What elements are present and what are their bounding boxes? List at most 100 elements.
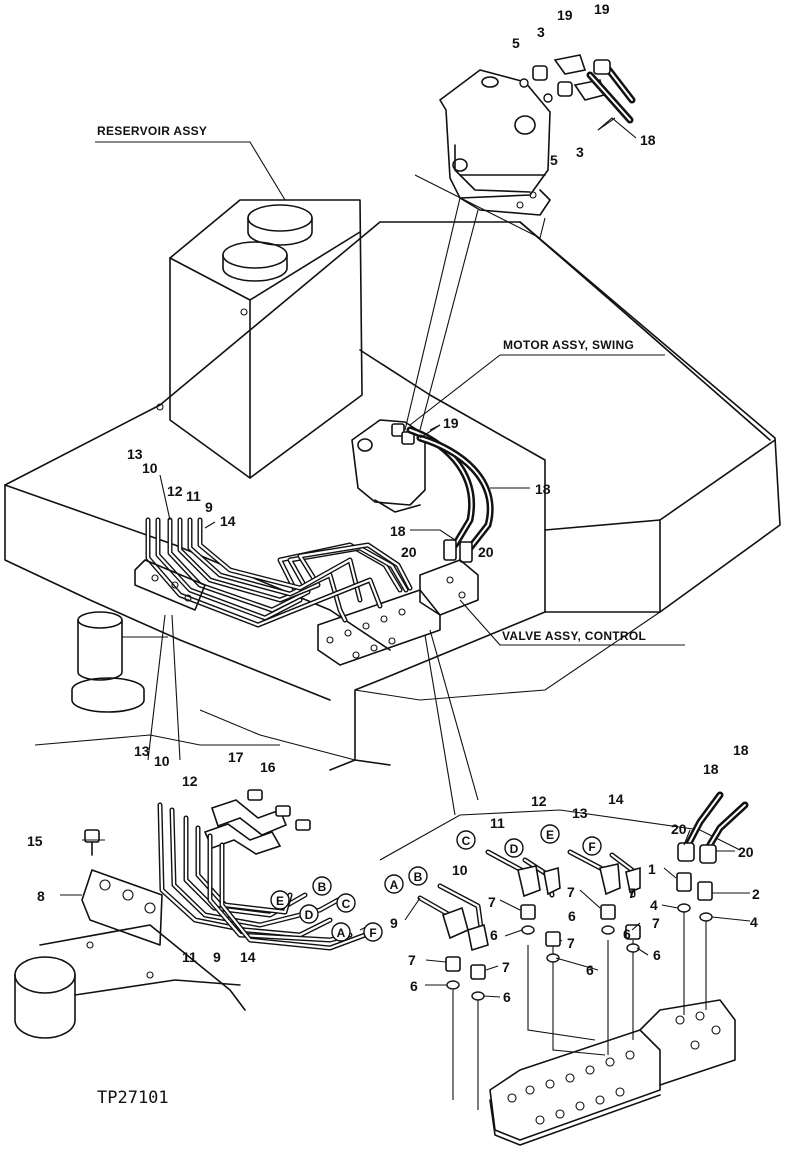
callout-18-mid-a: 18 xyxy=(535,481,551,497)
callout-6-lr-b: 6 xyxy=(568,908,576,924)
callout-20-lr-b: 20 xyxy=(738,844,754,860)
callout-10-mid: 10 xyxy=(142,460,158,476)
callout-9-mid: 9 xyxy=(205,499,213,515)
callout-7-lr-c: 7 xyxy=(567,935,575,951)
callout-6-lr-d: 6 xyxy=(623,926,631,942)
circle-right-c xyxy=(456,830,476,850)
callout-19-mid: 19 xyxy=(443,415,459,431)
figure-code: TP27101 xyxy=(97,1088,169,1108)
swing-motor-middle xyxy=(351,419,494,563)
callout-19-top-a: 19 xyxy=(557,7,573,23)
circle-left-f xyxy=(363,922,383,942)
reservoir-label: RESERVOIR ASSY xyxy=(97,124,207,138)
circle-right-c-text: C xyxy=(462,834,471,848)
callout-19-top-b: 19 xyxy=(594,1,610,17)
callout-10-lr: 10 xyxy=(452,862,468,878)
callout-18-lr-a: 18 xyxy=(703,761,719,777)
lower-right-detail xyxy=(417,791,749,1146)
callout-16-ll: 16 xyxy=(260,759,276,775)
callout-2-lr: 2 xyxy=(752,886,760,902)
circled-letters-right: A B C D E F xyxy=(384,824,602,894)
filter-cylinder xyxy=(71,611,168,713)
callout-12-ll: 12 xyxy=(182,773,198,789)
callout-20-lr-a: 20 xyxy=(671,821,687,837)
callout-20-mid-a: 20 xyxy=(401,544,417,560)
callout-3-top: 3 xyxy=(537,24,545,40)
circle-left-d xyxy=(299,904,319,924)
circle-right-d-text: D xyxy=(510,842,519,856)
callout-7-lr-f: 7 xyxy=(502,959,510,975)
circle-left-b-text: B xyxy=(318,880,327,894)
callout-leaders-lr xyxy=(404,829,691,998)
circle-right-e xyxy=(540,824,560,844)
callout-3-top-b: 3 xyxy=(576,144,584,160)
circle-left-b xyxy=(312,876,332,896)
callout-17-ll: 17 xyxy=(228,749,244,765)
callout-10-ll: 10 xyxy=(154,753,170,769)
circle-left-c-text: C xyxy=(342,897,351,911)
callout-7-lr-b: 7 xyxy=(567,884,575,900)
circle-right-a xyxy=(384,874,404,894)
callout-15-ll: 15 xyxy=(27,833,43,849)
callout-13-lr: 13 xyxy=(572,805,588,821)
detail-leaders-lower xyxy=(34,614,741,861)
pilot-tubes-middle xyxy=(134,517,413,628)
callout-9-lr: 9 xyxy=(390,915,398,931)
label-leaders xyxy=(60,117,751,931)
circle-right-d xyxy=(504,838,524,858)
callout-4-lr-a: 4 xyxy=(650,897,658,913)
circle-right-b-text: B xyxy=(414,870,423,884)
circle-left-e-text: E xyxy=(276,894,284,908)
callout-8-ll: 8 xyxy=(37,888,45,904)
reservoir-tank xyxy=(156,199,363,479)
circle-left-e xyxy=(270,890,290,910)
circle-left-d-text: D xyxy=(305,908,314,922)
callout-11-lr: 11 xyxy=(490,815,505,831)
callout-6-lr-e: 6 xyxy=(653,947,661,963)
callout-5-top: 5 xyxy=(512,35,520,51)
detail-leader-1 xyxy=(404,197,461,431)
circle-right-a-text: A xyxy=(390,878,399,892)
callout-13-ll: 13 xyxy=(134,743,150,759)
circle-left-a-text: A xyxy=(337,926,346,940)
callout-6-lr-f: 6 xyxy=(410,978,418,994)
callout-7-lr-e: 7 xyxy=(408,952,416,968)
circle-right-f xyxy=(582,836,602,856)
circle-left-c xyxy=(336,893,356,913)
circle-right-b xyxy=(408,866,428,886)
callout-7-lr-d: 7 xyxy=(652,915,660,931)
callout-18-mid-b: 18 xyxy=(390,523,406,539)
callout-6-lr-c: 6 xyxy=(586,962,594,978)
callout-18-top: 18 xyxy=(640,132,656,148)
callout-11-ll: 11 xyxy=(182,949,197,965)
control-valve-label: VALVE ASSY, CONTROL xyxy=(502,629,646,643)
detail-leader-2 xyxy=(419,209,479,431)
callout-11-mid: 11 xyxy=(186,488,201,504)
callout-4-lr-b: 4 xyxy=(750,914,758,930)
circle-right-e-text: E xyxy=(546,828,554,842)
callout-12-mid: 12 xyxy=(167,483,183,499)
callout-7-lr-a: 7 xyxy=(488,894,496,910)
callout-1-lr: 1 xyxy=(648,861,656,877)
swing-motor-detail xyxy=(414,54,636,239)
callout-7-lr-g: 7 xyxy=(628,885,636,901)
circled-letters-left: B E C D A F xyxy=(270,876,383,942)
circle-left-a xyxy=(331,922,351,942)
callout-9-ll: 9 xyxy=(213,949,221,965)
callout-18-lr-b: 18 xyxy=(733,742,749,758)
circle-left-f-text: F xyxy=(369,926,376,940)
callout-12-lr: 12 xyxy=(531,793,547,809)
callout-20-mid-b: 20 xyxy=(478,544,494,560)
callout-14-mid: 14 xyxy=(220,513,236,529)
callout-14-lr: 14 xyxy=(608,791,624,807)
swing-motor-label: MOTOR ASSY, SWING xyxy=(503,338,634,352)
circle-right-f-text: F xyxy=(588,840,595,854)
callout-13-mid: 13 xyxy=(127,446,143,462)
callout-6-lr-a: 6 xyxy=(490,927,498,943)
callout-6-lr-g: 6 xyxy=(503,989,511,1005)
machine-frame xyxy=(4,221,781,771)
callout-5-top-b: 5 xyxy=(550,152,558,168)
callout-14-ll: 14 xyxy=(240,949,256,965)
control-valve-middle xyxy=(317,559,479,666)
